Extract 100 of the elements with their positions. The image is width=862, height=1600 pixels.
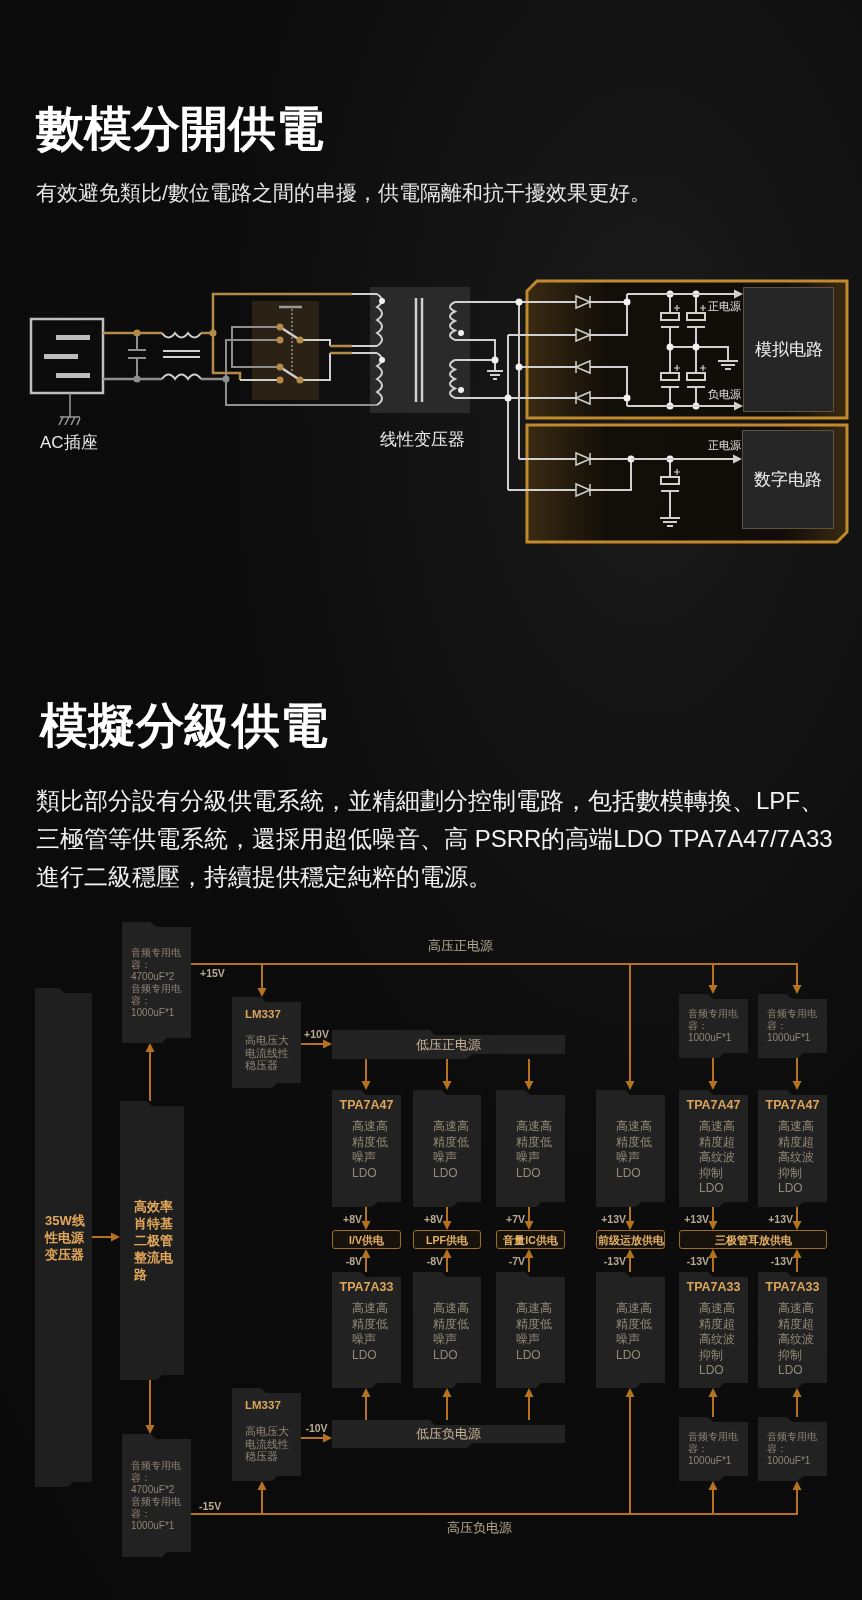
arrow — [708, 1388, 718, 1418]
box-text: 音量IC供电 — [503, 1233, 558, 1246]
capacitor-box — [758, 994, 827, 1058]
box-text: 音频专用电容：1000uF*1 — [131, 982, 182, 1019]
arrow — [442, 1249, 452, 1273]
supply-bar — [496, 1230, 565, 1249]
edge-label: +8V — [343, 1212, 362, 1225]
regulator-box — [596, 1090, 665, 1207]
arrow — [91, 1232, 120, 1242]
edge-label: -13V — [603, 1254, 626, 1267]
box-text: 高速高精度超高纹波抑制LDO — [699, 1119, 736, 1197]
arrow — [361, 1388, 371, 1421]
edge-label: +7V — [506, 1212, 525, 1225]
box-text: 高速高精度低噪声LDO — [433, 1301, 470, 1363]
box-text: 音频专用电容：1000uF*1 — [688, 1008, 739, 1044]
box-title: TPA7A47 — [338, 1097, 395, 1113]
box-text: 前级运放供电 — [597, 1233, 664, 1246]
box-text: 音频专用电容：1000uF*1 — [688, 1431, 739, 1467]
box-text: 高电压大电流线性稳压器 — [245, 1034, 290, 1072]
capacitor-box — [758, 1417, 827, 1481]
box-text: 高速高精度超高纹波抑制LDO — [778, 1119, 815, 1197]
voltage-label: +15V — [200, 967, 225, 980]
arrow — [625, 1206, 635, 1230]
box-text: 音频专用电容：1000uF*1 — [131, 1495, 182, 1532]
regulator-box — [679, 1090, 748, 1207]
supply-rail-box — [332, 1030, 565, 1059]
regulator-box — [496, 1272, 565, 1388]
edge-label: +10V — [304, 1028, 329, 1041]
box-title: TPA7A33 — [685, 1279, 742, 1295]
box-title: TPA7A47 — [685, 1097, 742, 1113]
arrow — [792, 1249, 802, 1273]
box-title: TPA7A33 — [338, 1279, 395, 1295]
subtitle: 有效避免類比/數位電路之間的串擾，供電隔離和抗干擾效果更好。 — [36, 180, 651, 206]
regulator-box — [679, 1272, 748, 1388]
arrow — [708, 1206, 718, 1230]
arrow — [524, 1058, 534, 1090]
arrow — [442, 1058, 452, 1090]
regulator-box — [596, 1272, 665, 1388]
edge-label: -8V — [345, 1254, 362, 1267]
process-box — [35, 988, 92, 1487]
capacitor-box — [679, 1417, 748, 1481]
arrow — [792, 1057, 802, 1090]
edge-label: -13V — [770, 1254, 793, 1267]
box-text: 音频专用电容：1000uF*1 — [767, 1008, 818, 1044]
arrow — [708, 1249, 718, 1273]
regulator-box — [232, 997, 301, 1088]
box-text: 高速高精度超高纹波抑制LDO — [699, 1301, 736, 1379]
box-text: 高速高精度低噪声LDO — [516, 1119, 553, 1181]
description-text: 類比部分設有分級供電系統，並精細劃分控制電路，包括數模轉換、LPF、三極管等供電系統，還採用超低噪音、高 PSRR的高端LDO TPA7A47/7A33進行二級穩壓，持續提供穩定純粹的電源。 — [36, 786, 834, 892]
box-text: 低压正电源 — [416, 1035, 481, 1054]
arrow — [300, 1039, 332, 1049]
box-title: LM337 — [244, 1007, 282, 1021]
edge-label: -8V — [426, 1254, 443, 1267]
box-text: 高速高精度低噪声LDO — [352, 1301, 389, 1363]
arrow — [442, 1206, 452, 1230]
arrow — [145, 1043, 155, 1102]
supply-rail-box — [332, 1420, 565, 1448]
arrow — [145, 1379, 155, 1434]
edge-label: -7V — [508, 1254, 525, 1267]
regulator-box — [332, 1272, 401, 1388]
box-text: 高速高精度低噪声LDO — [352, 1119, 389, 1181]
arrow — [625, 1249, 635, 1273]
box-text: 高速高精度低噪声LDO — [516, 1301, 553, 1363]
edge-label: +13V — [684, 1212, 709, 1225]
box-title: TPA7A33 — [764, 1279, 821, 1295]
bus-label: 高压正电源 — [428, 938, 493, 954]
box-text: 高速高精度低噪声LDO — [433, 1119, 470, 1181]
arrow — [300, 1433, 332, 1443]
edge-label: -10V — [305, 1422, 328, 1435]
box-text: 低压负电源 — [416, 1425, 481, 1443]
capacitor-box — [679, 994, 748, 1058]
box-text: I/V供电 — [349, 1233, 384, 1246]
arrow — [524, 1206, 534, 1230]
box-text: 高速高精度低噪声LDO — [616, 1119, 653, 1181]
regulator-box — [232, 1388, 301, 1481]
regulator-box — [413, 1090, 481, 1207]
supply-bar — [413, 1230, 481, 1249]
bus-label: 高压负电源 — [447, 1520, 512, 1536]
regulator-box — [758, 1272, 827, 1388]
process-box — [120, 1101, 184, 1380]
box-text: 音频专用电容：4700uF*2 — [131, 1459, 182, 1496]
edge-label: +13V — [601, 1212, 626, 1225]
regulator-box — [496, 1090, 565, 1207]
arrow — [361, 1206, 371, 1230]
edge-label: -13V — [686, 1254, 709, 1267]
box-title: TPA7A47 — [764, 1097, 821, 1113]
box-text: LPF供电 — [426, 1233, 468, 1246]
capacitor-box — [122, 1434, 191, 1557]
arrow — [524, 1388, 534, 1421]
box-text: 高效率肖特基二极管整流电路 — [134, 1198, 174, 1283]
box-title: LM337 — [244, 1398, 282, 1412]
box-text: 音频专用电容：1000uF*1 — [767, 1431, 818, 1467]
box-text: 高速高精度低噪声LDO — [616, 1301, 653, 1363]
supply-bar — [332, 1230, 401, 1249]
box-text: 35W线性电源变压器 — [45, 1212, 86, 1263]
arrow — [792, 1206, 802, 1230]
arrow — [524, 1249, 534, 1273]
arrow — [792, 1388, 802, 1418]
supply-bar — [679, 1230, 827, 1249]
section-heading: 模擬分級供電 — [40, 698, 328, 754]
